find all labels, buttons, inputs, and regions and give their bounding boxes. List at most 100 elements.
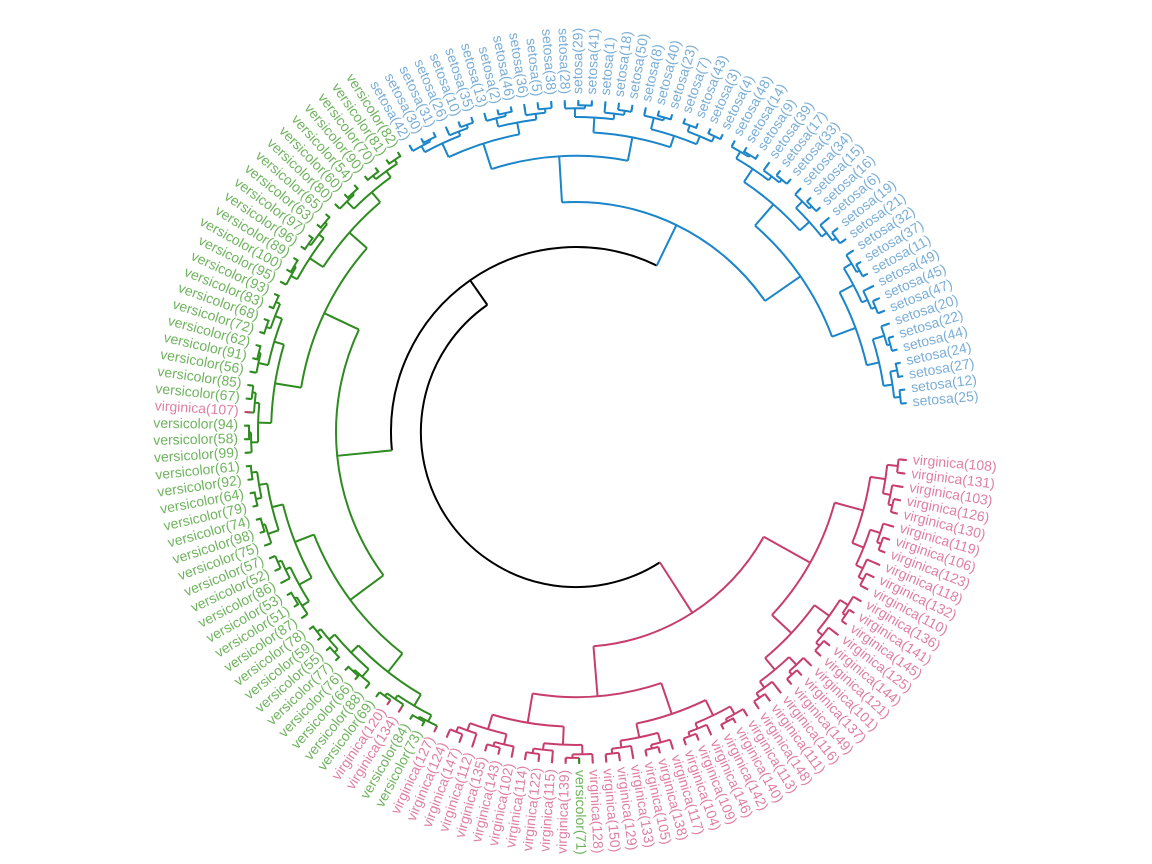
leaf-tick <box>669 113 674 121</box>
branch-stem <box>385 170 392 178</box>
branch-stem <box>265 326 271 330</box>
leaf-tick <box>385 158 391 166</box>
branch-stem <box>872 334 885 341</box>
leaf-tick <box>694 122 699 130</box>
branch-stem <box>394 694 399 700</box>
branch-stem <box>799 221 810 232</box>
leaf-tick <box>900 458 907 462</box>
branch-stem <box>561 726 565 745</box>
leaf-tick <box>409 713 414 721</box>
branch-stem <box>251 470 258 474</box>
leaf-tick <box>754 703 760 710</box>
leaf-tick <box>509 106 513 113</box>
leaf-tick <box>432 131 437 139</box>
leaf-tick <box>458 736 463 744</box>
leaf-tick <box>617 102 621 109</box>
branch-stem <box>729 705 736 715</box>
branch-stem <box>308 242 312 246</box>
leaf-tick <box>300 245 307 251</box>
leaf-label-virginica: virginica(108) <box>912 451 997 474</box>
branch-stem <box>887 463 898 467</box>
branch-arc <box>645 745 659 751</box>
branch-stem <box>831 326 856 338</box>
root-stem-virginica <box>659 561 694 614</box>
leaf-tick <box>497 748 501 755</box>
leaf-tick <box>879 309 886 314</box>
leaf-tick <box>274 567 281 572</box>
leaf-tick <box>618 755 621 762</box>
leaf-tick <box>742 146 748 153</box>
leaf-tick <box>897 485 904 489</box>
branch-arc <box>533 747 553 752</box>
branch-stem <box>788 656 798 666</box>
root-stem-upper <box>469 279 489 306</box>
branch-stem <box>735 151 742 160</box>
leaf-tick <box>247 383 254 387</box>
leaf-tick <box>255 517 262 521</box>
branch-stem <box>856 269 860 273</box>
leaf-tick <box>249 491 256 495</box>
branch-stem <box>808 205 813 210</box>
leaf-tick <box>776 687 782 694</box>
leaf-tick <box>670 743 675 750</box>
branch-arc <box>593 131 671 149</box>
branch-stem <box>592 646 599 697</box>
branch-stem <box>876 541 882 545</box>
branch-stem <box>764 657 776 671</box>
leaf-tick <box>523 753 527 761</box>
branch-stem <box>273 340 285 346</box>
branch-stem <box>687 731 691 737</box>
leaf-label-setosa: setosa(41) <box>583 28 602 95</box>
branch-stem <box>348 231 368 249</box>
branch-stem <box>883 383 893 387</box>
branch-stem <box>298 576 313 586</box>
leaf-tick <box>899 388 906 392</box>
branch-stem <box>695 135 701 145</box>
branch-stem <box>420 145 426 153</box>
branch-stem <box>619 740 623 748</box>
branch-stem <box>351 192 355 196</box>
leaf-tick <box>683 739 687 746</box>
branch-stem <box>839 284 854 294</box>
leaf-tick <box>483 112 487 119</box>
branch-stem <box>534 113 538 120</box>
leaf-tick <box>268 555 275 560</box>
branch-arc <box>643 114 664 122</box>
leaf-tick <box>308 625 315 631</box>
leaf-tick <box>245 397 252 401</box>
leaf-tick <box>743 710 749 717</box>
branch-stem <box>747 154 751 158</box>
leaf-tick <box>510 751 514 758</box>
branch-stem <box>660 682 673 715</box>
leaf-tick <box>353 184 360 191</box>
leaf-labels: setosa(25)setosa(12)setosa(27)setosa(24)… <box>153 28 997 855</box>
branch-stem <box>328 633 336 641</box>
branch-stem <box>813 604 830 617</box>
leaf-label-versicolor: versicolor(99) <box>153 444 239 465</box>
branch-arc <box>353 669 371 684</box>
branch-stem-versicolor <box>337 449 393 457</box>
branch-stem <box>346 200 355 210</box>
leaf-tick <box>433 726 438 733</box>
leaf-tick <box>775 169 782 176</box>
branch-arc <box>300 247 368 388</box>
leaf-tick <box>386 699 392 706</box>
branch-stem <box>851 542 865 549</box>
branch-stem <box>526 693 534 723</box>
leaf-tick <box>806 661 813 667</box>
branch-stem <box>894 395 901 399</box>
branch-stem <box>271 503 284 509</box>
leaf-tick <box>252 504 259 508</box>
leaf-tick <box>840 238 847 244</box>
leaf-tick <box>719 133 724 141</box>
leaf-label-setosa: setosa(29) <box>569 28 585 94</box>
leaf-tick <box>862 585 869 591</box>
leaf-tick <box>263 542 271 547</box>
branch-arc <box>322 201 381 268</box>
branch-arc <box>486 114 507 122</box>
leaf-tick <box>720 723 725 730</box>
leaf-label-setosa: setosa(25) <box>912 388 979 410</box>
branch-arc <box>887 485 894 505</box>
leaf-tick <box>630 104 634 111</box>
leaf-tick <box>484 745 488 752</box>
